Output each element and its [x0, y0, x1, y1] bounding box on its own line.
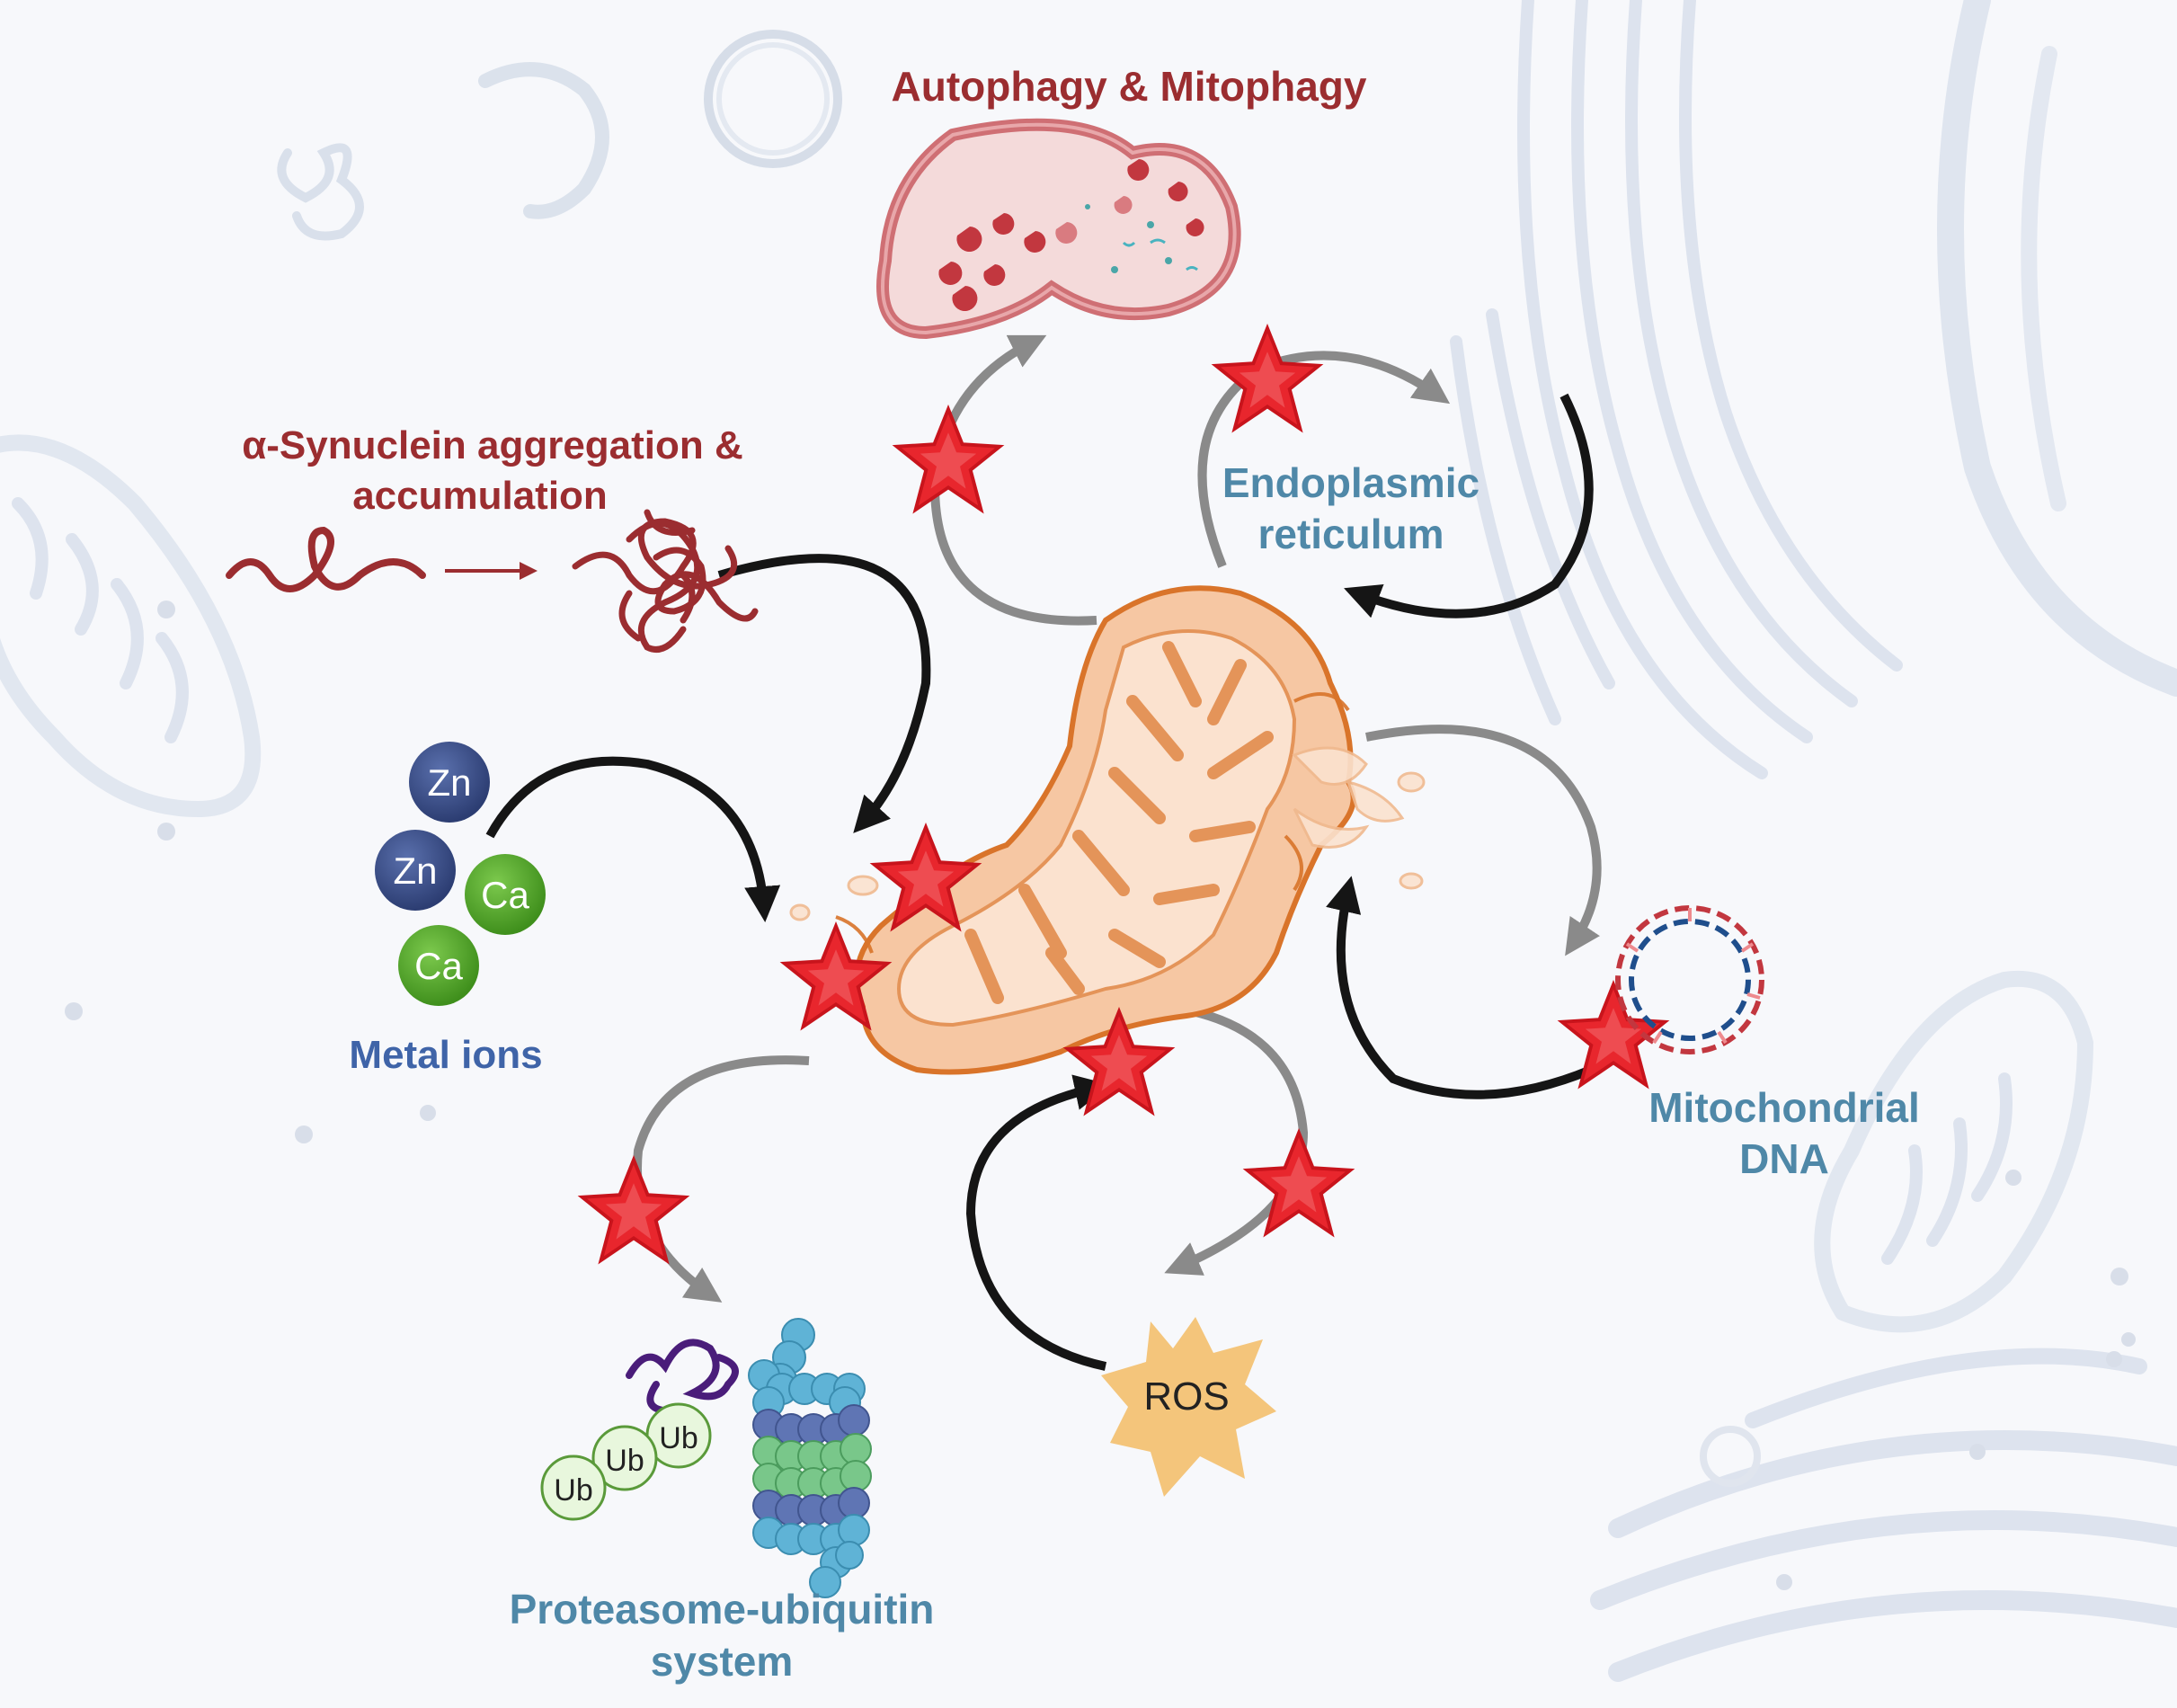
calcium-ion	[398, 925, 479, 1006]
polypeptide-icon	[626, 1339, 739, 1415]
background-vesicle-icons	[277, 30, 842, 241]
mtdna-label-line1: Mitochondrial	[1648, 1084, 1920, 1131]
ubiquitin-label: Ub	[659, 1421, 698, 1455]
er-label-line1: Endoplasmic	[1222, 459, 1479, 506]
synuclein-arrow	[445, 554, 931, 833]
star-icon	[1559, 983, 1667, 1087]
metal-ions-label: Metal ions	[349, 1033, 542, 1077]
ros-label: ROS	[1143, 1374, 1229, 1419]
mtdna-label-line2: DNA	[1739, 1135, 1829, 1182]
ups-label-line1: Proteasome-ubiquitin	[510, 1586, 935, 1632]
autophagosome-icon	[876, 118, 1241, 340]
zinc-ion	[409, 742, 490, 823]
autophagy-label: Autophagy & Mitophagy	[892, 63, 1367, 110]
er-label-line2: reticulum	[1257, 511, 1444, 557]
zinc-ion-label: Zn	[427, 761, 471, 804]
star-icon	[580, 1158, 688, 1262]
mtdna-cycle-arrows	[1326, 725, 1602, 1099]
ros-burst-icon: ROS	[1101, 1317, 1276, 1497]
synuclein-label-line2: accumulation	[352, 474, 608, 518]
calcium-ion-label: Ca	[481, 874, 529, 916]
metal-ions-arrow	[485, 756, 781, 922]
background-mitochondrion-left-icon	[0, 434, 262, 818]
labels: Autophagy & Mitophagy α-Synuclein aggreg…	[242, 63, 1920, 1685]
star-icon	[894, 407, 1002, 512]
mitochondrial-dna-icon	[1615, 905, 1764, 1054]
ups-label-line2: system	[651, 1638, 794, 1685]
background-dots	[65, 600, 2136, 1590]
calcium-ion	[465, 854, 546, 935]
ubiquitin-label: Ub	[554, 1473, 592, 1508]
star-icon	[1213, 326, 1321, 431]
background-er-icon	[1450, 0, 2177, 779]
background-mitochondrion-right-icon	[1814, 970, 2094, 1333]
ros-cycle-arrows	[965, 1002, 1309, 1371]
ubiquitin-label: Ub	[605, 1444, 644, 1478]
zinc-ion	[375, 830, 456, 911]
synuclein-aggregate-icon	[572, 509, 759, 653]
background-golgi-icon	[1590, 1348, 2177, 1682]
zinc-ion-label: Zn	[393, 850, 437, 892]
synuclein-label-line1: α-Synuclein aggregation &	[242, 423, 743, 467]
membrane-fragments	[789, 692, 1426, 954]
ups-arrow	[633, 1055, 810, 1303]
synuclein-fibril-icon	[226, 526, 426, 592]
proteasome-icon: Ub Ub Ub	[540, 1318, 872, 1598]
calcium-ion-label: Ca	[414, 945, 463, 987]
proteasome-stack	[748, 1318, 872, 1598]
metal-ions-cluster: Zn Zn Ca Ca	[375, 742, 546, 1006]
damaged-mitochondrion-icon	[789, 585, 1426, 1075]
ubiquitin-chain: Ub Ub Ub	[540, 1402, 712, 1521]
